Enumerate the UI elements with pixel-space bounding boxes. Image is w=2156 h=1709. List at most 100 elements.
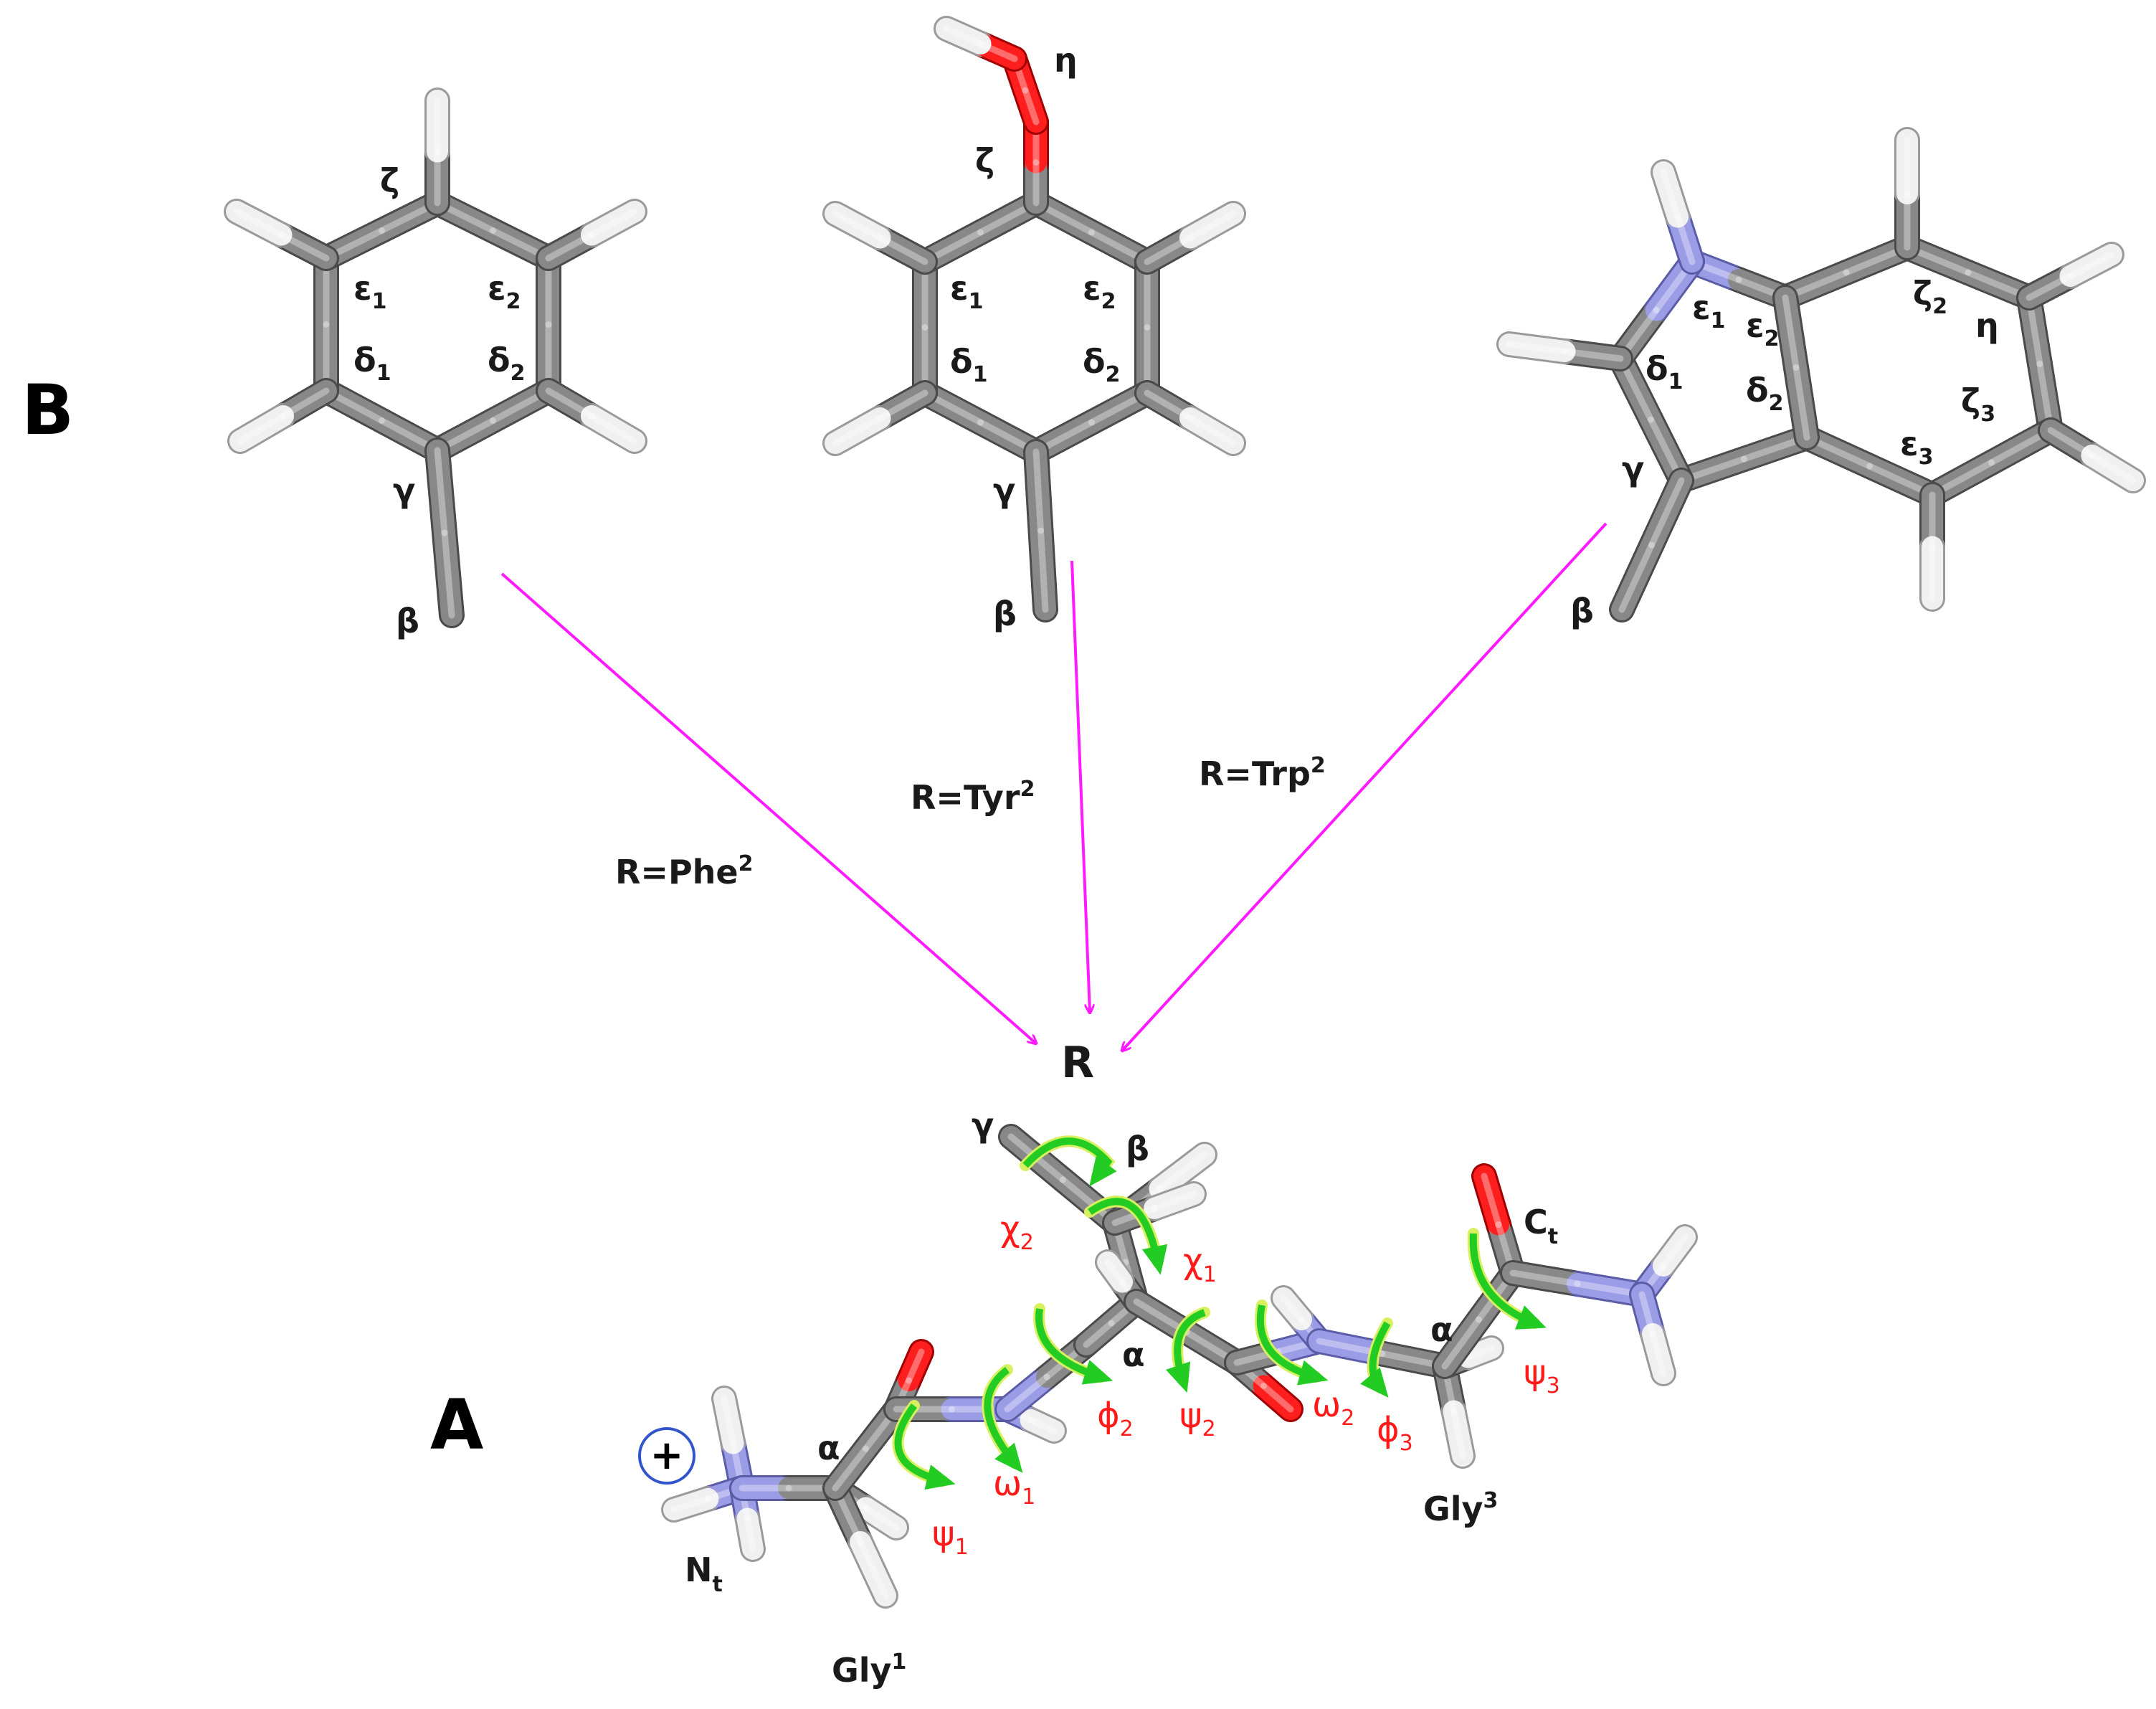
bond-highlight bbox=[1187, 415, 1237, 447]
trp-zeta3-label: ζ3 bbox=[1961, 382, 1995, 427]
bond-highlight bbox=[943, 25, 984, 47]
chi2-arrow bbox=[1022, 1137, 1117, 1187]
torsion-labels: χ2 χ1 ϕ2 ψ2 ω2 ϕ3 ψ3 ω1 ψ1 bbox=[932, 1209, 1560, 1560]
bond bbox=[855, 1497, 907, 1538]
bond-highlight bbox=[1792, 364, 1810, 441]
bond-highlight bbox=[1157, 1151, 1208, 1192]
bond-highlight bbox=[863, 1505, 900, 1531]
bond-highlight bbox=[1481, 1173, 1502, 1228]
phe-delta1-label: δ1 bbox=[353, 341, 391, 386]
alpha3-label: α bbox=[1430, 1310, 1453, 1349]
bond-highlight bbox=[1104, 1259, 1126, 1285]
trp-gamma-label: γ bbox=[1622, 450, 1644, 488]
bond bbox=[825, 203, 891, 249]
psi3-arrow bbox=[1469, 1233, 1547, 1330]
omega1-label: ω1 bbox=[993, 1464, 1035, 1510]
bond-highlight bbox=[1004, 1373, 1050, 1413]
trp-delta2-label: δ2 bbox=[1746, 371, 1783, 416]
trp-delta1-label: δ1 bbox=[1646, 349, 1683, 394]
tyr-arrow-label: R=Tyr2 bbox=[911, 777, 1035, 817]
gly3-label: Gly3 bbox=[1423, 1488, 1498, 1528]
bond-highlight bbox=[588, 208, 638, 238]
tyr-delta1-label: δ1 bbox=[950, 342, 987, 387]
alpha2-label: α bbox=[1122, 1335, 1145, 1374]
bond bbox=[1179, 203, 1244, 249]
psi1-arrow bbox=[894, 1403, 956, 1490]
bond-highlight bbox=[832, 210, 883, 241]
trp-zeta2-label: ζ2 bbox=[1913, 274, 1947, 319]
svg-text:+: + bbox=[650, 1432, 684, 1479]
trp-beta-label: β bbox=[1570, 592, 1594, 630]
bond bbox=[1025, 441, 1052, 541]
trp-epsilon2-label: ε2 bbox=[1746, 306, 1779, 351]
phe-arrow bbox=[500, 572, 1036, 1043]
bond-highlight bbox=[1032, 448, 1044, 534]
bond-highlight bbox=[1037, 527, 1049, 613]
trp-labels: ε1 ε2 ζ2 η δ1 δ2 ζ3 ε3 γ β R=Trp2 bbox=[1199, 274, 1999, 793]
bond-highlight bbox=[233, 208, 285, 238]
bond bbox=[825, 407, 891, 454]
bond-highlight bbox=[434, 447, 448, 536]
bond-highlight bbox=[721, 1395, 736, 1447]
bond-highlight bbox=[1441, 1316, 1482, 1370]
bond-highlight bbox=[2026, 273, 2074, 301]
bond bbox=[1179, 407, 1244, 454]
tyr-epsilon2-label: ε2 bbox=[1083, 269, 1116, 314]
bond-highlight bbox=[832, 1445, 869, 1492]
bond-highlight bbox=[2047, 427, 2095, 459]
bond-highlight bbox=[2089, 452, 2137, 484]
bond bbox=[1775, 287, 1807, 379]
phe-epsilon1-label: ε1 bbox=[353, 269, 386, 314]
bond-highlight bbox=[1648, 477, 1685, 549]
bond-highlight bbox=[977, 40, 1018, 62]
phi2-arrow bbox=[1035, 1308, 1113, 1385]
peptide-labels: R γ β α α α Ct Nt Gly1 Gly3 + bbox=[638, 1038, 1558, 1690]
bond-highlight bbox=[1649, 1330, 1667, 1377]
bond bbox=[434, 522, 462, 626]
bond bbox=[2059, 244, 2122, 287]
bond-highlight bbox=[1450, 1408, 1466, 1459]
c-terminus-label: Ct bbox=[1524, 1203, 1558, 1249]
bond bbox=[736, 1507, 764, 1560]
bond bbox=[1144, 1183, 1205, 1219]
positive-charge-icon: + bbox=[638, 1427, 695, 1485]
bond bbox=[663, 1488, 719, 1520]
phe-arrow-label: R=Phe2 bbox=[615, 851, 754, 891]
chi2-label: χ2 bbox=[1000, 1209, 1034, 1255]
phe-delta2-label: δ2 bbox=[488, 341, 525, 386]
bond-highlight bbox=[237, 412, 287, 445]
bond-highlight bbox=[1638, 1291, 1656, 1338]
bond-highlight bbox=[857, 1538, 889, 1599]
bond bbox=[1499, 333, 1576, 362]
phi3-label: ϕ3 bbox=[1377, 1410, 1413, 1456]
bond bbox=[1443, 1400, 1473, 1467]
phe-zeta-label: ζ bbox=[380, 161, 399, 200]
bond-highlight bbox=[1260, 1383, 1294, 1413]
bond bbox=[1640, 470, 1692, 556]
bond bbox=[936, 18, 992, 55]
peptide-gamma-label: γ bbox=[972, 1106, 994, 1145]
bond-highlight bbox=[1187, 210, 1237, 241]
bond-highlight bbox=[1022, 87, 1040, 126]
bond bbox=[1149, 1144, 1215, 1200]
trp-epsilon3-label: ε3 bbox=[1900, 425, 1933, 470]
bond-highlight bbox=[744, 1515, 756, 1553]
r-group-label: R bbox=[1061, 1038, 1094, 1088]
tyr-delta2-label: δ2 bbox=[1083, 342, 1120, 387]
bond bbox=[1020, 1409, 1065, 1441]
bond-highlight bbox=[441, 529, 455, 619]
chi1-arrow bbox=[1088, 1198, 1168, 1275]
bond bbox=[1273, 1287, 1312, 1330]
bond-highlight bbox=[1660, 1234, 1689, 1269]
chi1-label: χ1 bbox=[1183, 1241, 1217, 1287]
phe-gamma-label: γ bbox=[393, 471, 415, 510]
bond-highlight bbox=[1674, 214, 1696, 265]
tyr-gamma-label: γ bbox=[993, 471, 1015, 510]
omega2-label: ω2 bbox=[1312, 1385, 1354, 1431]
bond bbox=[1653, 1226, 1696, 1277]
bond-highlight bbox=[1782, 294, 1800, 371]
tyr-arrow bbox=[1070, 560, 1090, 1013]
bond bbox=[226, 201, 293, 246]
psi2-label: ψ2 bbox=[1179, 1396, 1216, 1441]
